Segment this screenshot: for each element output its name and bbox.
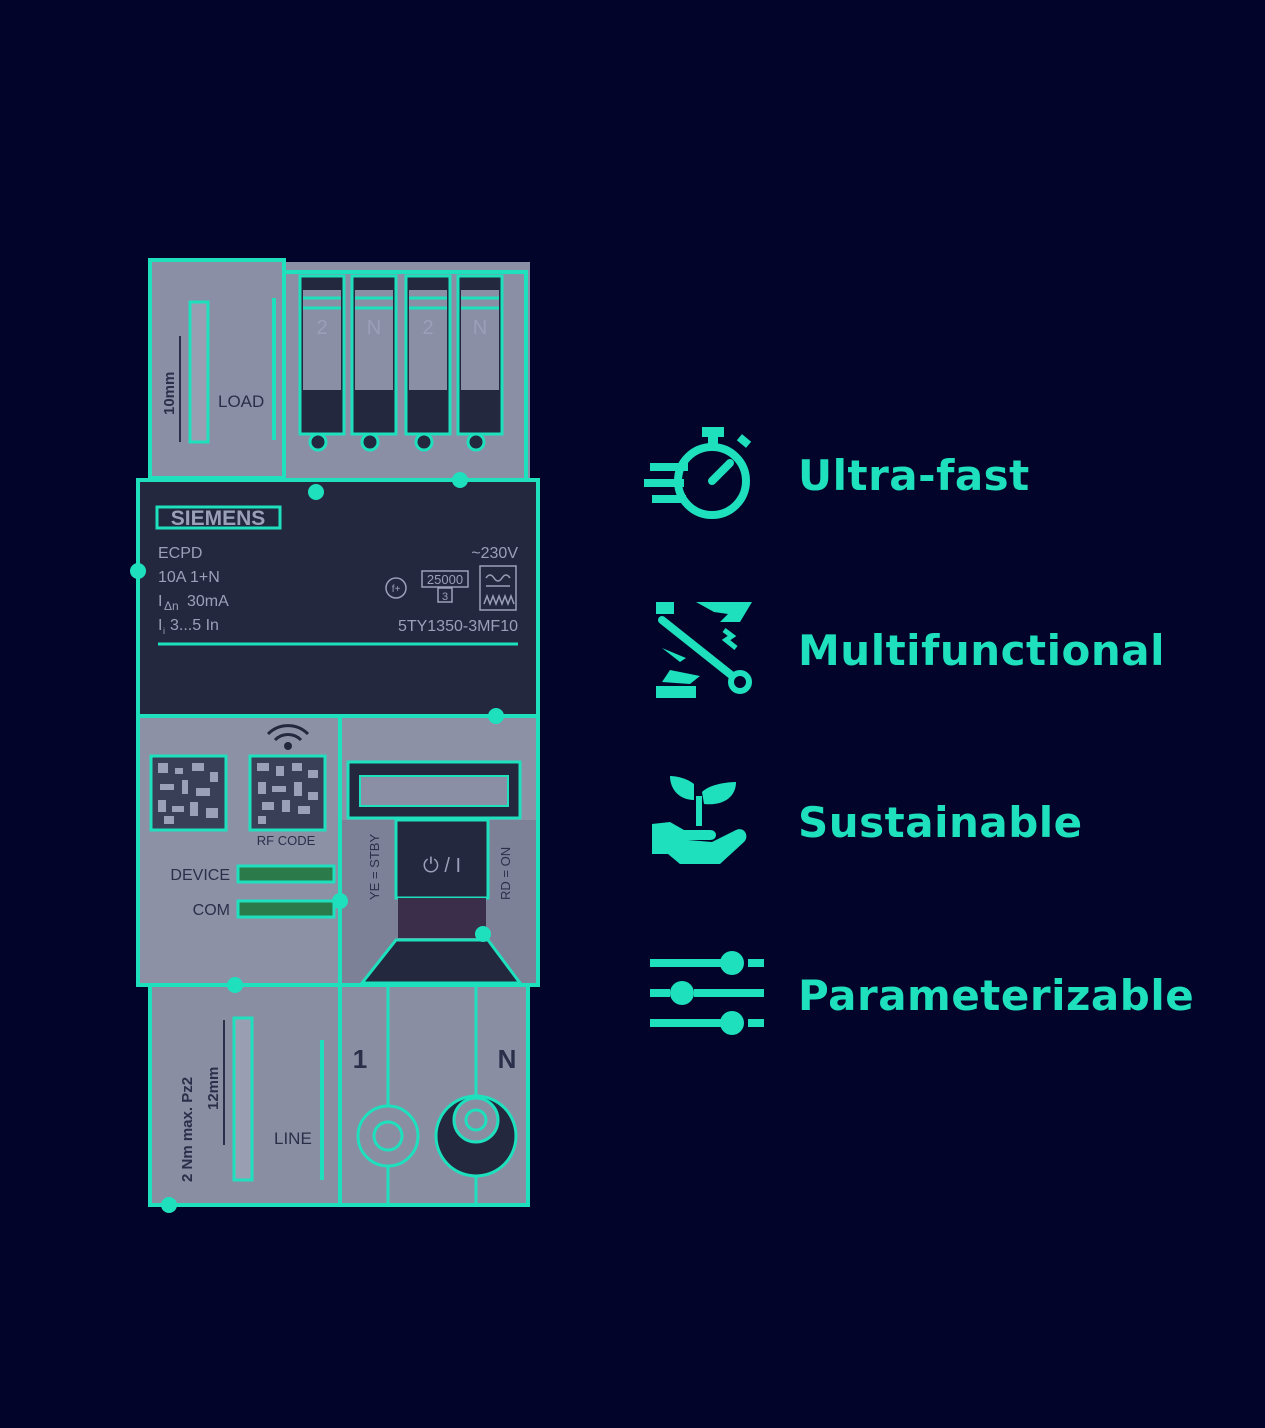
device-led xyxy=(236,864,336,884)
feature-parameterizable: Parameterizable xyxy=(640,945,1240,1045)
residual-current-sub: Δn xyxy=(164,599,179,613)
load-label: LOAD xyxy=(218,392,264,411)
bottom-terminal-1-label: 1 xyxy=(353,1044,367,1074)
bottom-terminal-n-label: N xyxy=(498,1044,517,1074)
brand-logo: SIEMENS xyxy=(171,507,266,530)
terminal-label-1: 2 xyxy=(316,317,327,339)
feature-label: Multifunctional xyxy=(798,626,1166,675)
device-led-label: DEVICE xyxy=(170,867,230,884)
top-wire-diagram: 10mm LOAD xyxy=(161,300,264,444)
status-leds: DEVICE COM xyxy=(170,864,336,919)
terminal-label-3: 2 xyxy=(422,317,433,339)
torque-label: 2 Nm max. Pz2 xyxy=(179,1077,196,1182)
sliders-icon xyxy=(650,951,764,1035)
inst-current-sub: i xyxy=(163,626,165,636)
terminal-screw-1 xyxy=(356,1104,420,1168)
top-terminals: 2 N 2 N xyxy=(298,274,504,452)
wifi-icon xyxy=(266,724,310,750)
ecpd-device-drawing: 2 N 2 N 10mm LOAD SIEMENS ECPD 10A 1+N I… xyxy=(130,258,540,1213)
hand-sprout-icon xyxy=(652,776,747,864)
rf-code-label: RF CODE xyxy=(257,833,316,848)
feature-label: Parameterizable xyxy=(798,971,1195,1020)
feature-multifunctional: Multifunctional xyxy=(640,600,1240,700)
terminal-label-4: N xyxy=(473,317,487,339)
bottom-wire-dimension: 12mm xyxy=(205,1067,222,1110)
bottom-wire-diagram: 12mm 2 Nm max. Pz2 LINE xyxy=(179,1016,312,1182)
stopwatch-icon xyxy=(644,427,752,519)
power-switch-label: ⏻ / I xyxy=(423,855,461,877)
feature-sustainable: Sustainable xyxy=(640,772,1240,872)
switch-blade-icon xyxy=(656,602,752,698)
inst-current-value: 3...5 In xyxy=(170,617,219,634)
bottom-terminals: 1 N xyxy=(353,985,518,1205)
terminal-label-2: N xyxy=(367,317,381,339)
cycles-class: 3 xyxy=(442,591,448,603)
rating-text: 10A 1+N xyxy=(158,569,220,586)
qr-code-device xyxy=(149,754,228,832)
model-number: 5TY1350-3MF10 xyxy=(398,618,518,635)
residual-current-value: 30mA xyxy=(187,593,229,610)
qr-code-rf xyxy=(248,754,327,832)
top-wire-dimension: 10mm xyxy=(161,372,178,415)
line-label: LINE xyxy=(274,1129,312,1148)
standby-label: YE = STBY xyxy=(367,834,382,900)
switch-area: ⏻ / I YE = STBY RD = ON xyxy=(342,760,536,985)
feature-label: Ultra-fast xyxy=(798,451,1030,500)
f-plus-icon xyxy=(385,577,407,599)
com-led xyxy=(236,899,336,919)
com-led-label: COM xyxy=(193,902,230,919)
inst-current-symbol: I xyxy=(158,617,162,634)
rating-label-panel: SIEMENS ECPD 10A 1+N I Δn 30mA I i 3...5… xyxy=(155,505,518,646)
voltage-rating: ~230V xyxy=(471,545,518,562)
connector-dots xyxy=(130,472,504,1213)
feature-label: Sustainable xyxy=(798,798,1083,847)
feature-ultra-fast: Ultra-fast xyxy=(640,425,1240,525)
waveform-icon xyxy=(479,565,517,611)
residual-current-symbol: I xyxy=(158,593,162,610)
cycles-rating: 25000 xyxy=(427,572,463,587)
product-type: ECPD xyxy=(158,545,202,562)
f-plus-label: f+ xyxy=(392,584,401,595)
on-label: RD = ON xyxy=(498,847,513,900)
